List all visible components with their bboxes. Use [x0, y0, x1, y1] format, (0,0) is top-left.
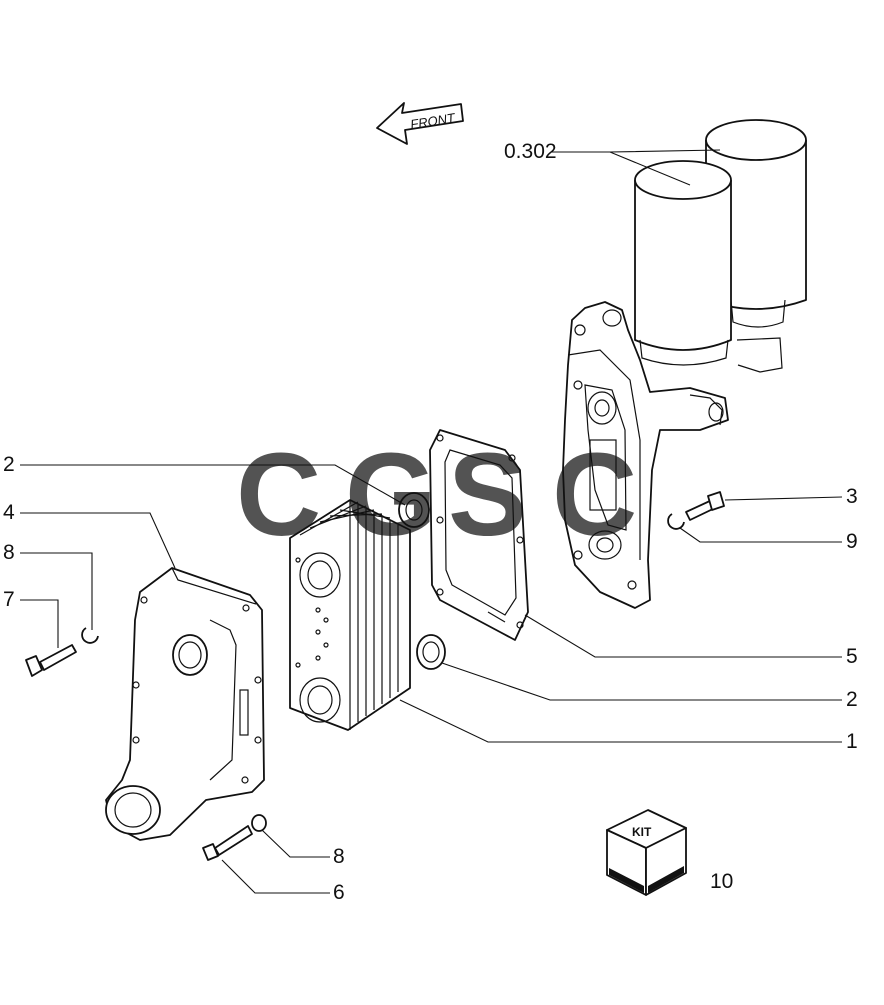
callout-7: 7	[3, 588, 15, 611]
watermark-letter-c1: C	[236, 429, 321, 561]
oil-filter-front	[634, 160, 732, 366]
o-ring-upper	[398, 492, 430, 528]
front-arrow-label: FRONT	[409, 110, 457, 132]
bolt-3	[685, 491, 725, 521]
callout-1: 1	[846, 730, 858, 753]
kit-cube-icon: KIT	[606, 809, 687, 896]
filter-housing	[562, 301, 783, 609]
bolt-6	[202, 825, 253, 861]
o-ring-lower	[416, 634, 446, 670]
kit-label: KIT	[632, 825, 652, 839]
oil-cooler-cover	[105, 567, 265, 841]
callout-4: 4	[3, 501, 15, 524]
callout-8-bottom: 8	[333, 845, 345, 868]
washer-9	[667, 513, 685, 530]
watermark-letter-g: G	[345, 429, 437, 561]
callout-5: 5	[846, 645, 858, 668]
callout-8-left: 8	[3, 541, 15, 564]
bolt-7	[25, 644, 77, 677]
callout-3: 3	[846, 485, 858, 508]
watermark-letter-c2: C	[552, 429, 637, 561]
callout-0302: 0.302	[504, 140, 557, 163]
front-arrow: FRONT	[376, 102, 464, 145]
washer-8-left	[81, 627, 99, 644]
washer-8-bottom	[251, 814, 267, 832]
watermark-letter-s: S	[448, 429, 527, 561]
callout-9: 9	[846, 530, 858, 553]
callout-6: 6	[333, 881, 345, 904]
gasket-5	[429, 429, 529, 641]
cgsc-watermark: C G S C	[236, 429, 637, 561]
callout-2-right: 2	[846, 688, 858, 711]
oil-cooler	[289, 499, 411, 731]
leader-lines	[20, 149, 843, 894]
callout-2-top: 2	[3, 453, 15, 476]
callout-10: 10	[710, 870, 733, 893]
